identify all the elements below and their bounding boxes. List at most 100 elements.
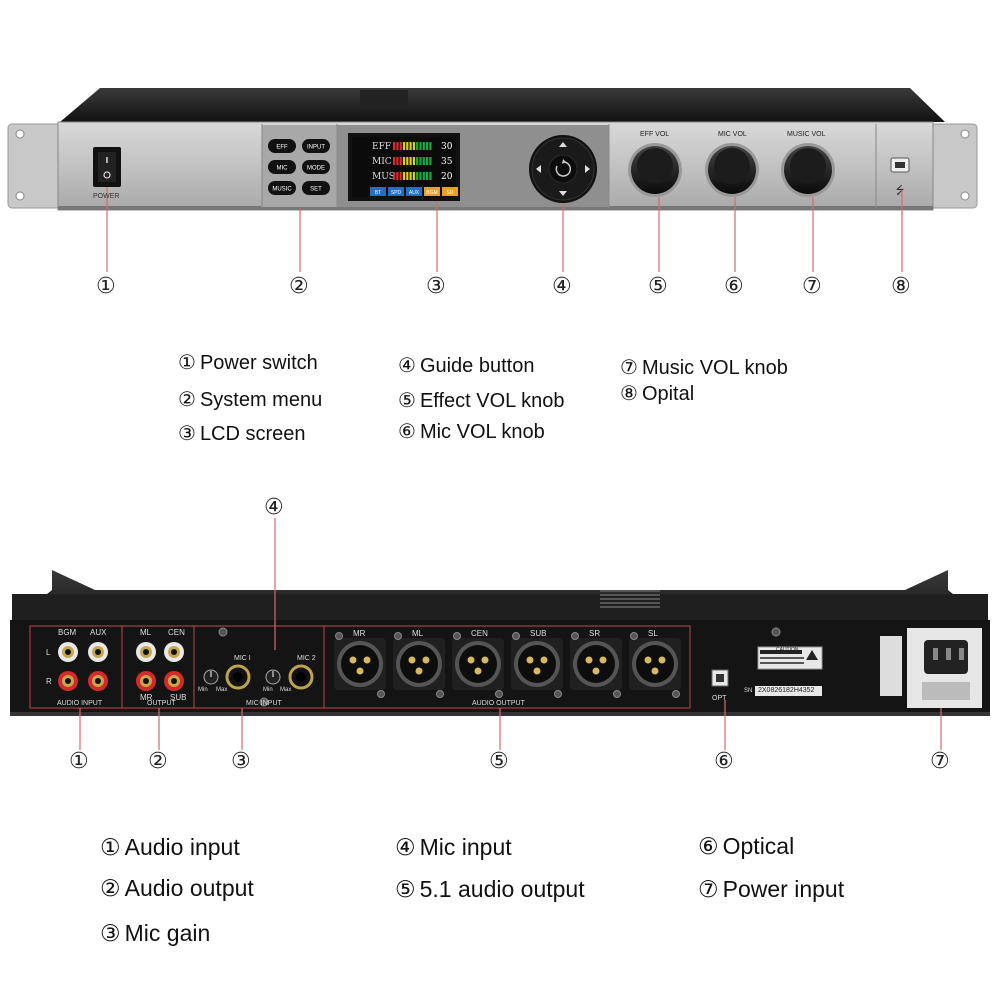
front-callout-6: ⑥ bbox=[724, 274, 744, 299]
menu-button-mic[interactable]: MIC bbox=[268, 160, 296, 174]
front-callout-4: ④ bbox=[552, 274, 572, 299]
mic1-min-label: Min bbox=[198, 687, 208, 693]
menu-button-label: EFF bbox=[276, 145, 288, 151]
ml-label: ML bbox=[140, 628, 152, 637]
rca-jack bbox=[164, 642, 184, 662]
xlr-output-ml: ML bbox=[393, 629, 445, 698]
mic2-min-label: Min bbox=[263, 687, 273, 693]
rca-jack bbox=[58, 671, 78, 691]
music-vol-knob bbox=[781, 143, 835, 197]
lcd-tab-label: BT bbox=[375, 190, 381, 196]
lcd-tab bbox=[424, 187, 440, 196]
lcd-level-segment bbox=[399, 142, 402, 150]
lcd-tab bbox=[388, 187, 404, 196]
menu-button-eff[interactable]: EFF bbox=[268, 139, 296, 153]
lcd-level-segment bbox=[406, 172, 409, 180]
rca-jack bbox=[88, 642, 108, 662]
menu-button-label: MODE bbox=[307, 166, 325, 172]
lcd-tab-label: AUX bbox=[409, 190, 420, 196]
lcd-level-segment bbox=[399, 172, 402, 180]
menu-button-music[interactable]: MUSIC bbox=[268, 181, 296, 195]
lcd-tab bbox=[406, 187, 422, 196]
lcd-level-segment bbox=[412, 172, 415, 180]
lcd-row-value: 35 bbox=[441, 157, 453, 167]
mic2-label: MIC 2 bbox=[297, 655, 316, 662]
lcd-level-segment bbox=[416, 142, 419, 150]
output-title: OUTPUT bbox=[147, 700, 176, 707]
lcd-level-segment bbox=[402, 157, 406, 165]
xlr-label: CEN bbox=[471, 629, 488, 638]
rear-callout-3: ③ bbox=[231, 749, 251, 774]
lcd-row-value: 20 bbox=[441, 172, 453, 182]
mr-label: MR bbox=[140, 693, 153, 702]
lcd-level-segment bbox=[416, 172, 419, 180]
lcd-level-segment bbox=[422, 142, 425, 150]
rear-callout-5: ⑤ bbox=[489, 749, 509, 774]
lcd-tab-label: BGM bbox=[426, 190, 437, 196]
audio-output-title: AUDIO OUTPUT bbox=[472, 700, 525, 707]
menu-button-input[interactable]: INPUT bbox=[302, 139, 330, 153]
xlr-output-cen: CEN bbox=[452, 629, 504, 698]
xlr-label: SL bbox=[648, 629, 658, 638]
mic-vol-label: MIC VOL bbox=[718, 131, 747, 138]
mic-input-title: MIC INPUT bbox=[246, 700, 282, 707]
menu-button-label: SET bbox=[310, 187, 322, 193]
lcd-level-segment bbox=[396, 172, 399, 180]
menu-button-mode[interactable]: MODE bbox=[302, 160, 330, 174]
lcd-level-segment bbox=[409, 142, 412, 150]
xlr-output-sl: SL bbox=[629, 629, 681, 698]
lcd-level-segment bbox=[406, 142, 409, 150]
lcd-level-segment bbox=[396, 142, 399, 150]
lcd-level-segment bbox=[412, 157, 415, 165]
caution-label: CAUTION bbox=[776, 647, 799, 653]
lcd-row-value: 30 bbox=[441, 142, 453, 152]
lcd-level-segment bbox=[419, 142, 422, 150]
lcd-tab-label: SD bbox=[447, 190, 454, 196]
lcd-level-segment bbox=[402, 172, 406, 180]
xlr-label: SR bbox=[589, 629, 600, 638]
lcd-level-segment bbox=[419, 157, 422, 165]
front-callout-7: ⑦ bbox=[802, 274, 822, 299]
menu-button-label: INPUT bbox=[307, 145, 325, 151]
lcd-level-segment bbox=[396, 157, 399, 165]
lcd-level-segment bbox=[412, 142, 415, 150]
svg-text:⭍: ⭍ bbox=[895, 184, 904, 197]
lcd-level-segment bbox=[409, 157, 412, 165]
lcd-level-segment bbox=[406, 157, 409, 165]
mic1-max-label: Max bbox=[216, 687, 228, 693]
lcd-level-segment bbox=[422, 157, 425, 165]
lcd-row-label: EFF bbox=[372, 142, 391, 152]
menu-buttons: EFF INPUT MIC MODE MUSIC SET bbox=[268, 139, 330, 195]
xlr-label: MR bbox=[353, 629, 366, 638]
lcd-level-segment bbox=[426, 142, 429, 150]
menu-button-set[interactable]: SET bbox=[302, 181, 330, 195]
lcd-tab-label: SPD bbox=[391, 190, 402, 196]
front-callout-3: ③ bbox=[426, 274, 446, 299]
lcd-level-segment bbox=[422, 172, 425, 180]
eff-vol-knob bbox=[628, 143, 682, 197]
lcd-level-segment bbox=[429, 157, 432, 165]
front-callout-1: ① bbox=[96, 274, 116, 299]
front-callout-5: ⑤ bbox=[648, 274, 668, 299]
lcd-level-segment bbox=[402, 142, 406, 150]
sn-label: SN bbox=[744, 688, 753, 694]
cen-label: CEN bbox=[168, 628, 185, 637]
lcd-row-label: MIC bbox=[372, 157, 392, 167]
xlr-label: ML bbox=[412, 629, 424, 638]
lcd-tab bbox=[442, 187, 458, 196]
lcd-level-segment bbox=[393, 157, 396, 165]
mic1-label: MIC I bbox=[234, 655, 251, 662]
menu-button-label: MIC bbox=[277, 166, 289, 172]
lcd-level-segment bbox=[393, 172, 396, 180]
